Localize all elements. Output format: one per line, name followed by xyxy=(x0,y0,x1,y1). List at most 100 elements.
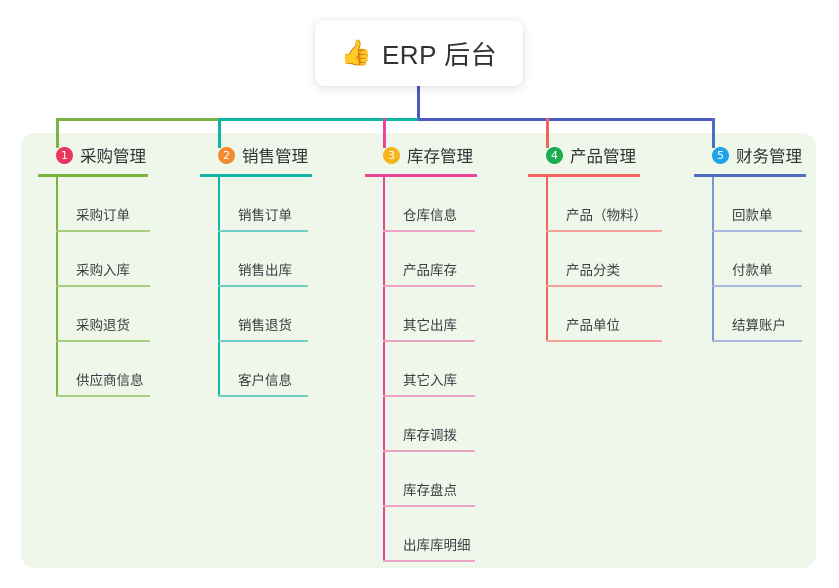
leaf-node-rule xyxy=(383,560,475,562)
leaf-node[interactable]: 其它出库 xyxy=(383,287,505,342)
branch-number-badge: 1 xyxy=(56,146,73,164)
leaf-node-rule xyxy=(546,340,662,342)
leaf-node-rule xyxy=(218,230,308,232)
leaf-node[interactable]: 付款单 xyxy=(712,232,824,287)
leaf-node-rule xyxy=(383,395,475,397)
trunk-line xyxy=(417,86,420,121)
branch-drop-3 xyxy=(383,118,386,148)
leaf-node[interactable]: 产品库存 xyxy=(383,232,505,287)
bus-segment-left xyxy=(56,118,220,121)
branch-number-badge: 2 xyxy=(218,146,235,164)
leaf-node-label: 销售出库 xyxy=(238,263,292,278)
bus-segment-mid xyxy=(218,118,420,121)
branch-header-rule xyxy=(365,174,477,177)
leaf-node-rule xyxy=(712,230,802,232)
leaf-node[interactable]: 其它入库 xyxy=(383,342,505,397)
branch-header-3[interactable]: 3 库存管理 xyxy=(365,143,505,167)
leaf-node[interactable]: 产品分类 xyxy=(546,232,668,287)
branch-spine xyxy=(218,177,220,397)
leaf-node[interactable]: 客户信息 xyxy=(218,342,330,397)
leaf-node-label: 产品单位 xyxy=(566,318,620,333)
thumbs-up-icon: 👍 xyxy=(340,38,372,67)
leaf-node-label: 采购入库 xyxy=(76,263,130,278)
branch-spine xyxy=(56,177,58,397)
leaf-node-label: 其它入库 xyxy=(403,373,457,388)
leaf-node-rule xyxy=(383,450,475,452)
branch-column-3[interactable]: 3 库存管理仓库信息产品库存其它出库其它入库库存调拨库存盘点出库库明细 xyxy=(365,143,505,562)
leaf-node-label: 其它出库 xyxy=(403,318,457,333)
leaf-node[interactable]: 库存盘点 xyxy=(383,452,505,507)
branch-header-rule xyxy=(528,174,640,177)
leaf-node-rule xyxy=(383,230,475,232)
branch-title: 产品管理 xyxy=(570,148,636,166)
branch-spine xyxy=(546,177,548,342)
leaf-node-rule xyxy=(546,285,662,287)
branch-number-badge: 3 xyxy=(383,146,400,164)
branch-column-4[interactable]: 4 产品管理产品（物料） 产品分类产品单位 xyxy=(528,143,668,342)
leaf-node[interactable]: 采购入库 xyxy=(56,232,168,287)
leaf-node[interactable]: 产品单位 xyxy=(546,287,668,342)
branch-header-rule xyxy=(38,174,148,177)
branch-header-2[interactable]: 2 销售管理 xyxy=(200,143,330,167)
leaf-node-label: 产品库存 xyxy=(403,263,457,278)
leaf-node[interactable]: 库存调拨 xyxy=(383,397,505,452)
leaf-node[interactable]: 回款单 xyxy=(712,177,824,232)
leaf-node-rule xyxy=(56,395,150,397)
leaf-node-label: 供应商信息 xyxy=(76,373,144,388)
leaf-node-label: 付款单 xyxy=(732,263,773,278)
leaf-node[interactable]: 采购订单 xyxy=(56,177,168,232)
root-node-erp-backend[interactable]: 👍 ERP 后台 xyxy=(315,20,523,86)
leaf-node[interactable]: 仓库信息 xyxy=(383,177,505,232)
leaf-node-label: 库存调拨 xyxy=(403,428,457,443)
leaf-node-rule xyxy=(56,230,150,232)
leaf-node-label: 采购订单 xyxy=(76,208,130,223)
leaf-node-label: 回款单 xyxy=(732,208,773,223)
leaf-node-rule xyxy=(56,285,150,287)
branch-title: 库存管理 xyxy=(407,148,473,166)
branch-leaf-list: 销售订单销售出库销售退货客户信息 xyxy=(200,177,330,397)
leaf-node-label: 产品（物料） xyxy=(566,208,647,223)
branch-column-1[interactable]: 1 采购管理采购订单采购入库采购退货供应商信息 xyxy=(38,143,168,397)
branch-column-2[interactable]: 2 销售管理销售订单销售出库销售退货客户信息 xyxy=(200,143,330,397)
leaf-node-rule xyxy=(383,340,475,342)
branch-leaf-list: 采购订单采购入库采购退货供应商信息 xyxy=(38,177,168,397)
leaf-node[interactable]: 供应商信息 xyxy=(56,342,168,397)
branch-drop-2 xyxy=(218,118,221,148)
leaf-node[interactable]: 销售订单 xyxy=(218,177,330,232)
branch-title: 采购管理 xyxy=(80,148,146,166)
branch-title: 销售管理 xyxy=(242,148,308,166)
branch-drop-4 xyxy=(546,118,549,148)
leaf-node-rule xyxy=(218,285,308,287)
leaf-node-label: 产品分类 xyxy=(566,263,620,278)
branch-header-rule xyxy=(694,174,806,177)
leaf-node[interactable]: 销售退货 xyxy=(218,287,330,342)
branch-number-badge: 4 xyxy=(546,146,563,164)
branch-drop-1 xyxy=(56,118,59,148)
branch-leaf-list: 仓库信息产品库存其它出库其它入库库存调拨库存盘点出库库明细 xyxy=(365,177,505,562)
branch-header-1[interactable]: 1 采购管理 xyxy=(38,143,168,167)
leaf-node[interactable]: 采购退货 xyxy=(56,287,168,342)
leaf-node[interactable]: 出库库明细 xyxy=(383,507,505,562)
bus-segment-right xyxy=(418,118,714,121)
leaf-node-label: 销售订单 xyxy=(238,208,292,223)
branch-header-4[interactable]: 4 产品管理 xyxy=(528,143,668,167)
leaf-node-rule xyxy=(56,340,150,342)
leaf-node-label: 结算账户 xyxy=(732,318,786,333)
leaf-node-label: 库存盘点 xyxy=(403,483,457,498)
leaf-node-label: 出库库明细 xyxy=(403,538,471,553)
branch-spine xyxy=(383,177,385,562)
leaf-node[interactable]: 销售出库 xyxy=(218,232,330,287)
leaf-node-rule xyxy=(546,230,662,232)
leaf-node-label: 销售退货 xyxy=(238,318,292,333)
root-node-label: ERP 后台 xyxy=(381,39,498,70)
branch-drop-5 xyxy=(712,118,715,148)
leaf-node[interactable]: 产品（物料） xyxy=(546,177,668,232)
branch-title: 财务管理 xyxy=(736,148,802,166)
leaf-node[interactable]: 结算账户 xyxy=(712,287,824,342)
leaf-node-label: 采购退货 xyxy=(76,318,130,333)
leaf-node-rule xyxy=(218,340,308,342)
branch-header-rule xyxy=(200,174,312,177)
